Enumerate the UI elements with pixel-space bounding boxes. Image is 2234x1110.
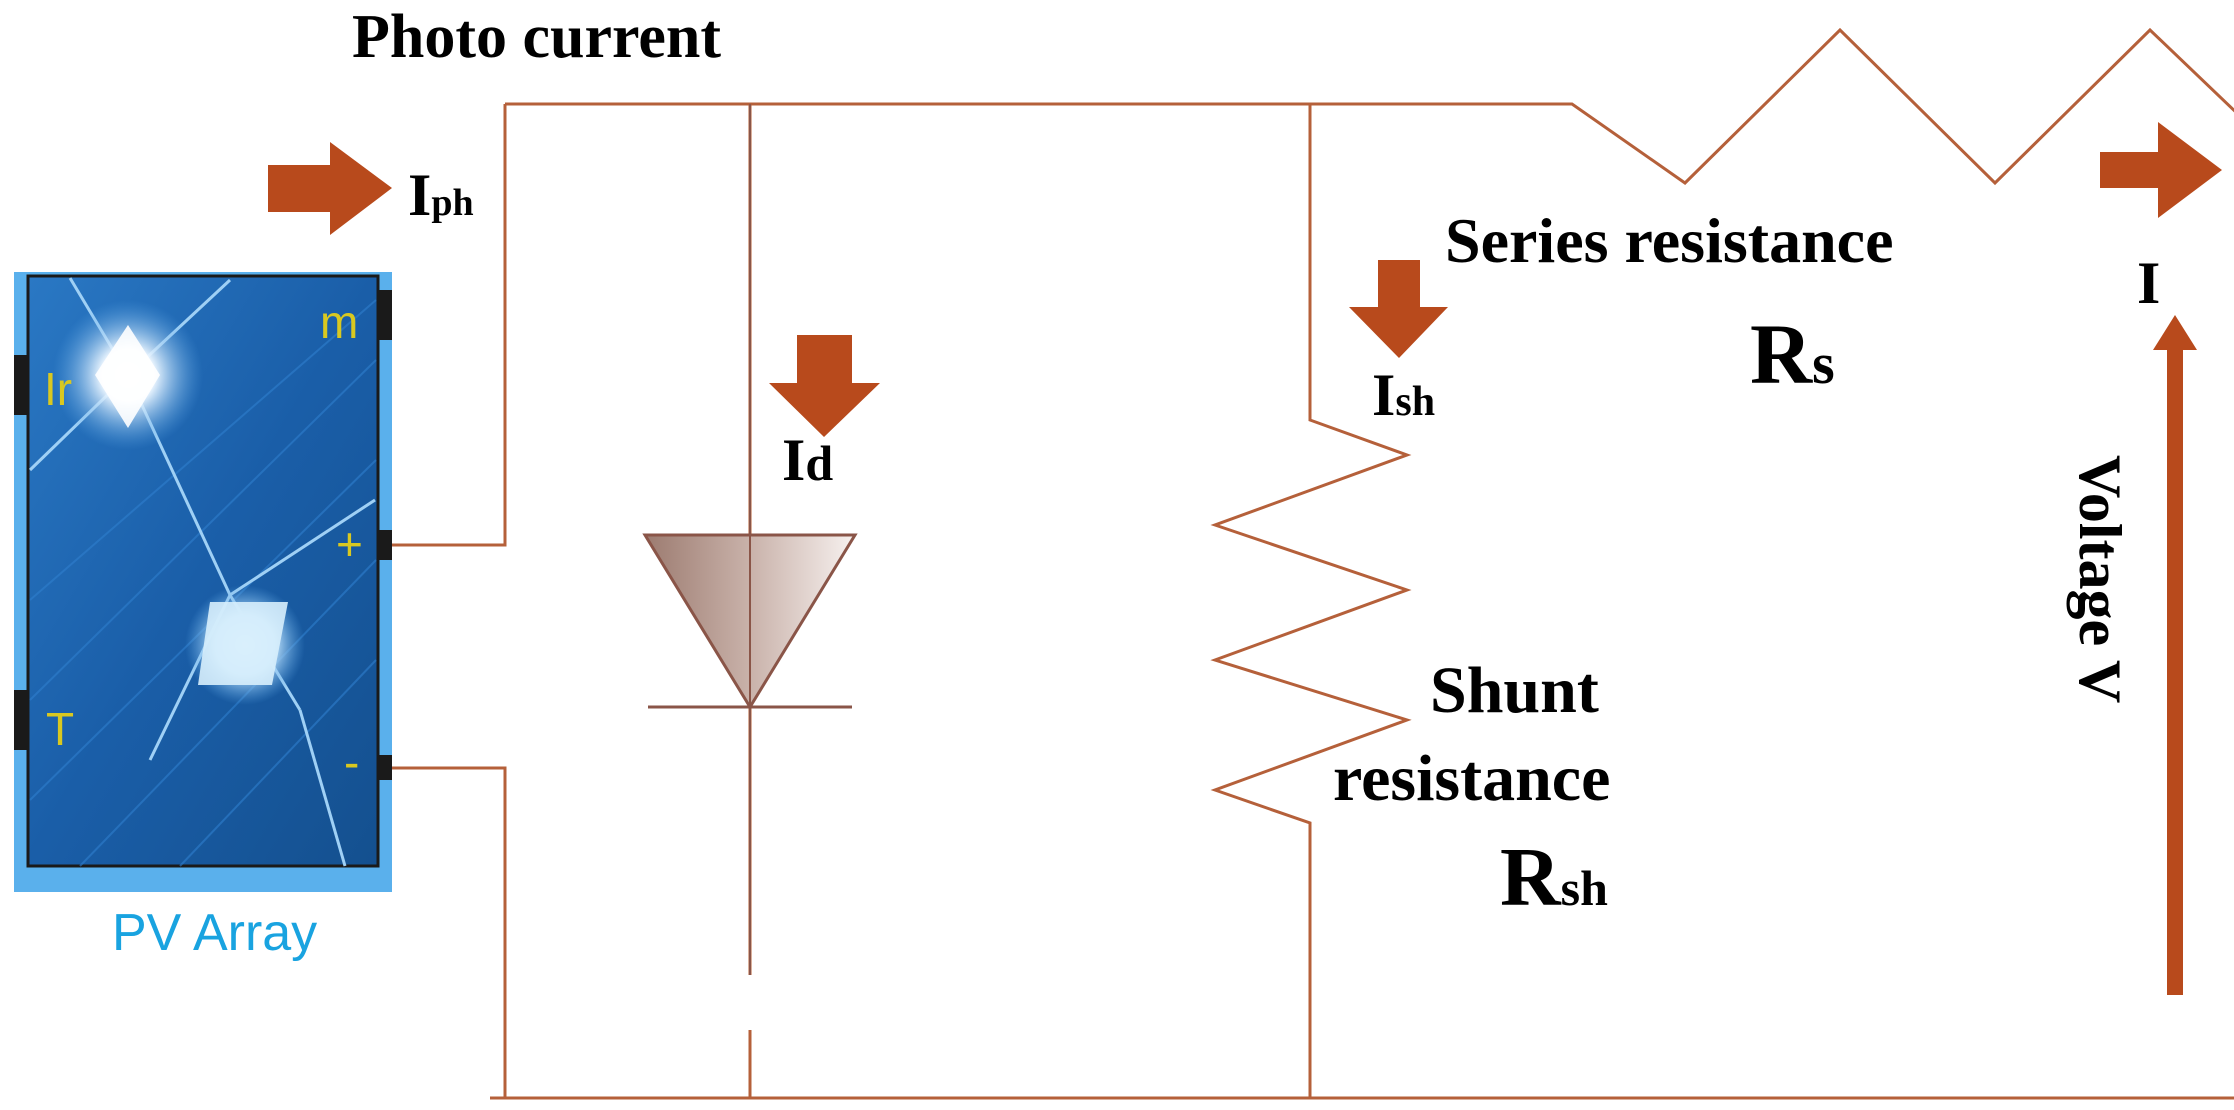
pv-positive-wire [390,104,507,547]
pv-array-block: Ir T m + - PV Array [14,272,392,962]
rsh-label: Rsh [1500,831,1608,924]
port-label-plus: + [336,518,363,570]
pv-glow-core-large [95,325,160,428]
voltage-label: Voltage V [2067,455,2133,703]
top-rail-wire [505,27,2234,186]
port-connector-minus [378,755,392,780]
pv-glow-core-small [198,602,288,685]
pv-negative-wire [385,766,507,1098]
ish-label: Ish [1372,362,1435,428]
port-connector-ir [14,355,28,415]
output-current-arrow-icon [2100,122,2222,218]
circuit-labels: Photo current Iph Id Ish Series resistan… [352,3,2160,924]
pv-array-caption: PV Array [112,904,317,962]
pv-ports [14,290,392,780]
port-connector-m [378,290,392,340]
shunt-resistor-zigzag [1210,104,1412,1098]
port-label-t: T [46,703,74,755]
shunt-resistance-label-line2: resistance [1333,742,1610,815]
series-resistance-label: Series resistance [1445,205,1893,276]
id-label: Id [782,427,833,493]
current-arrows [268,122,2222,995]
photo-current-label: Photo current [352,3,721,71]
voltage-arrow-icon [2153,315,2197,995]
output-current-label: I [2137,250,2160,316]
port-connector-t [14,690,28,750]
shunt-resistance-label-line1: Shunt [1430,654,1599,727]
port-label-m: m [320,296,358,348]
iph-arrow-icon [268,142,392,235]
port-connector-plus [378,530,392,560]
iph-label: Iph [408,162,474,228]
diode-symbol [642,104,858,975]
port-label-minus: - [344,736,359,788]
port-label-ir: Ir [44,363,72,415]
rs-label: Rs [1750,306,1835,402]
id-arrow-icon [769,335,880,437]
ish-arrow-icon [1349,260,1448,358]
